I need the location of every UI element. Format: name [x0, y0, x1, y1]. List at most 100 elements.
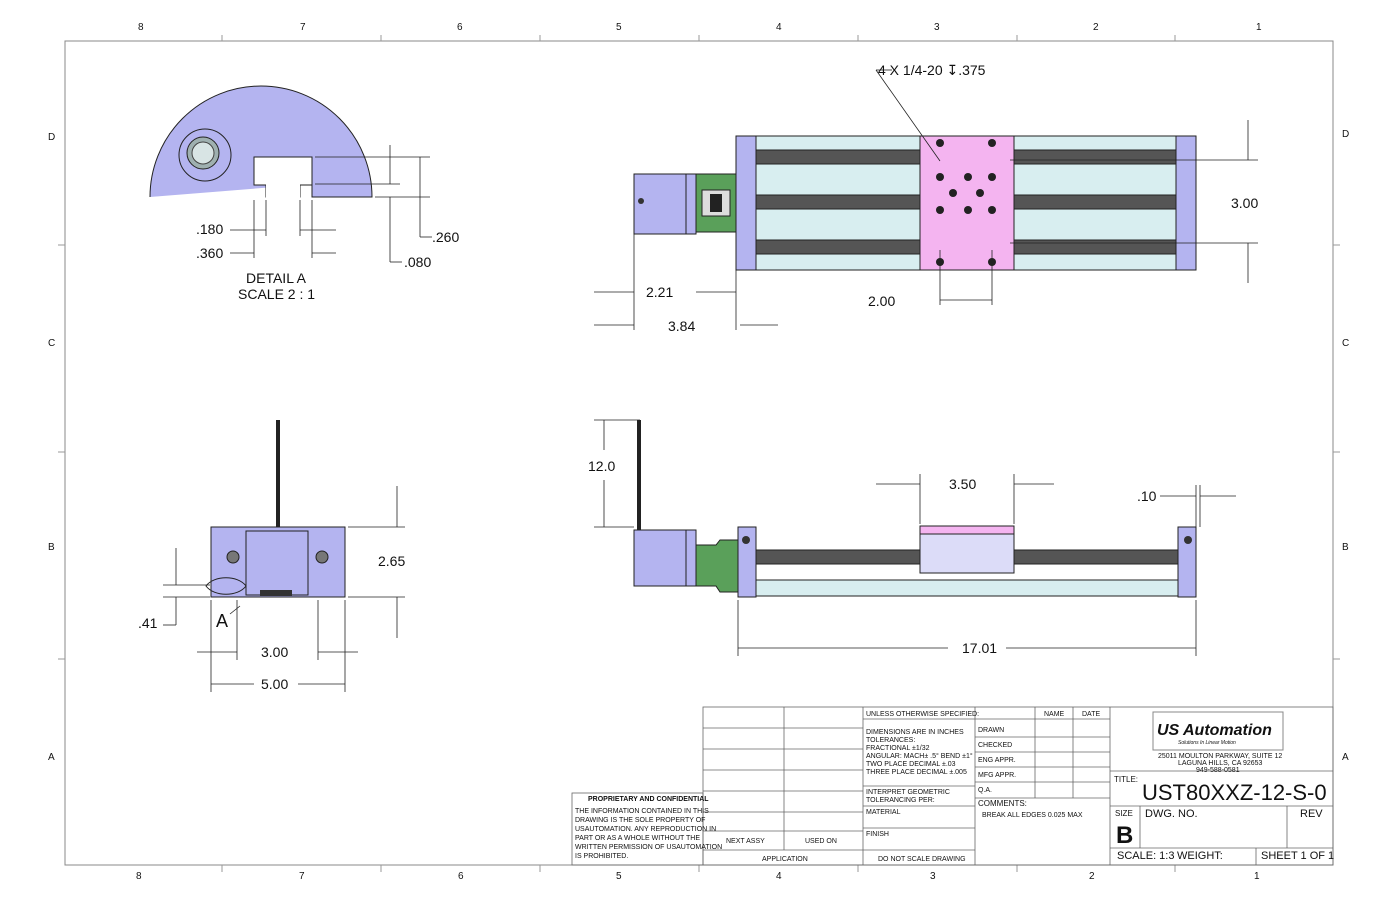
zone-labels-left: D C B A — [48, 132, 55, 763]
side-rail-base — [755, 579, 1179, 597]
zone-col-5: 5 — [616, 22, 622, 33]
zone-labels-bottom: 8 7 6 5 4 3 2 1 — [136, 871, 1260, 882]
dim-end-265: 2.65 — [378, 553, 405, 569]
comments-text: BREAK ALL EDGES 0.025 MAX — [982, 812, 1083, 819]
proprietary-line: USAUTOMATION. ANY REPRODUCTION IN — [575, 826, 716, 833]
company-logo — [1152, 711, 1284, 751]
detail-a-scale: SCALE 2 : 1 — [238, 286, 315, 302]
zone-col-3: 3 — [930, 871, 936, 882]
company-address: 25011 MOULTON PARKWAY, SUITE 12 — [1158, 753, 1282, 760]
company-address: 949-588-0581 — [1196, 767, 1240, 774]
detail-a-view: .180 .360 .260 .080 DETAIL A SCALE 2 : 1 — [149, 85, 459, 302]
col-date-label: DATE — [1082, 711, 1100, 718]
dim-detail-260: .260 — [432, 229, 459, 245]
end-bearing-left — [226, 550, 240, 564]
end-bearing-right — [315, 550, 329, 564]
tolerance-line: ANGULAR: MACH± .5° BEND ±1° — [866, 752, 973, 760]
proprietary-header: PROPRIETARY AND CONFIDENTIAL — [588, 796, 709, 803]
top-coupler-core — [710, 194, 722, 212]
proprietary-line: IS PROHIBITED. — [575, 853, 628, 860]
zone-col-1: 1 — [1254, 871, 1260, 882]
zone-row-d: D — [48, 132, 55, 143]
section-label-a: A — [216, 611, 228, 631]
dim-top-221: 2.21 — [646, 284, 673, 300]
col-name-label: NAME — [1044, 711, 1065, 718]
top-carriage-holes — [936, 139, 996, 266]
top-end-block-right — [1175, 135, 1197, 271]
next-assy-label: NEXT ASSY — [726, 838, 765, 845]
tolerance-line: TWO PLACE DECIMAL ±.03 — [866, 761, 956, 768]
end-detail-circle — [205, 577, 247, 595]
size-value: B — [1116, 822, 1133, 849]
side-screw-left — [742, 536, 750, 544]
dim-end-500: 5.00 — [261, 676, 288, 692]
zone-col-7: 7 — [300, 22, 306, 33]
dim-end-300: 3.00 — [261, 644, 288, 660]
zone-row-a: A — [48, 752, 55, 763]
title-label: TITLE: — [1114, 775, 1138, 784]
zone-col-2: 2 — [1089, 871, 1095, 882]
side-coupler — [695, 539, 739, 593]
proprietary-line: PART OR AS A WHOLE WITHOUT THE — [575, 835, 700, 842]
zone-col-8: 8 — [136, 871, 142, 882]
logo-tagline: Solutions In Linear Motion — [1178, 740, 1236, 746]
company-address: LAGUNA HILLS, CA 92653 — [1178, 760, 1263, 767]
material-label: MATERIAL — [866, 809, 901, 816]
proprietary-line: DRAWING IS THE SOLE PROPERTY OF — [575, 817, 705, 824]
dim-detail-180: .180 — [196, 221, 223, 237]
side-view: 12.0 3.50 .10 17.01 — [588, 419, 1236, 656]
zone-col-6: 6 — [458, 871, 464, 882]
application-label: APPLICATION — [762, 856, 808, 863]
zone-row-a: A — [1342, 752, 1349, 763]
zone-col-3: 3 — [934, 22, 940, 33]
dim-detail-360: .360 — [196, 245, 223, 261]
checked-label: CHECKED — [978, 742, 1012, 749]
dim-detail-080: .080 — [404, 254, 431, 270]
zone-col-8: 8 — [138, 22, 144, 33]
finish-label: FINISH — [866, 831, 889, 838]
top-hole-callout: 4 X 1/4-20 ↧.375 — [878, 62, 986, 78]
interpret-line: INTERPRET GEOMETRIC — [866, 789, 950, 796]
zone-col-1: 1 — [1256, 22, 1262, 33]
detail-a-bolt-head — [191, 141, 215, 165]
top-motor-screw — [638, 198, 644, 204]
logo-text: Automation — [1182, 722, 1272, 739]
zone-row-c: C — [1342, 338, 1349, 349]
zone-row-b: B — [1342, 542, 1349, 553]
sheet-value: SHEET 1 OF 1 — [1261, 850, 1334, 862]
zone-col-5: 5 — [616, 871, 622, 882]
zone-col-6: 6 — [457, 22, 463, 33]
zone-col-2: 2 — [1093, 22, 1099, 33]
top-motor — [633, 173, 697, 235]
zone-col-4: 4 — [776, 22, 782, 33]
zone-row-c: C — [48, 338, 55, 349]
comments-label: COMMENTS: — [978, 799, 1027, 808]
top-end-block-left — [735, 135, 757, 271]
tolerance-line: THREE PLACE DECIMAL ±.005 — [866, 769, 967, 776]
detail-a-dim-lines — [230, 145, 432, 263]
tolerance-line: DIMENSIONS ARE IN INCHES — [866, 729, 964, 736]
drawn-label: DRAWN — [978, 727, 1004, 734]
title-block-grid — [571, 706, 1334, 866]
logo-prefix: US — [1157, 722, 1180, 739]
dim-side-1701: 17.01 — [962, 640, 997, 656]
proprietary-line: THE INFORMATION CONTAINED IN THIS — [575, 808, 709, 815]
end-motor-face — [245, 530, 309, 596]
tolerance-header: UNLESS OTHERWISE SPECIFIED: — [866, 711, 979, 718]
drawing-title: UST80XXZ-12-S-0 — [1142, 780, 1327, 805]
zone-col-7: 7 — [299, 871, 305, 882]
weight-label: WEIGHT: — [1177, 850, 1223, 862]
size-label: SIZE — [1115, 809, 1133, 818]
detail-a-slot — [253, 156, 313, 186]
zone-ticks — [58, 35, 1340, 872]
rev-label: REV — [1300, 808, 1323, 820]
dim-top-300: 3.00 — [1231, 195, 1258, 211]
zone-row-d: D — [1342, 129, 1349, 140]
dim-side-120: 12.0 — [588, 458, 615, 474]
proprietary-line: WRITTEN PERMISSION OF USAUTOMATION — [575, 844, 722, 851]
dim-top-384: 3.84 — [668, 318, 695, 334]
end-cable — [276, 420, 280, 528]
tolerance-line: FRACTIONAL ±1/32 — [866, 745, 930, 752]
